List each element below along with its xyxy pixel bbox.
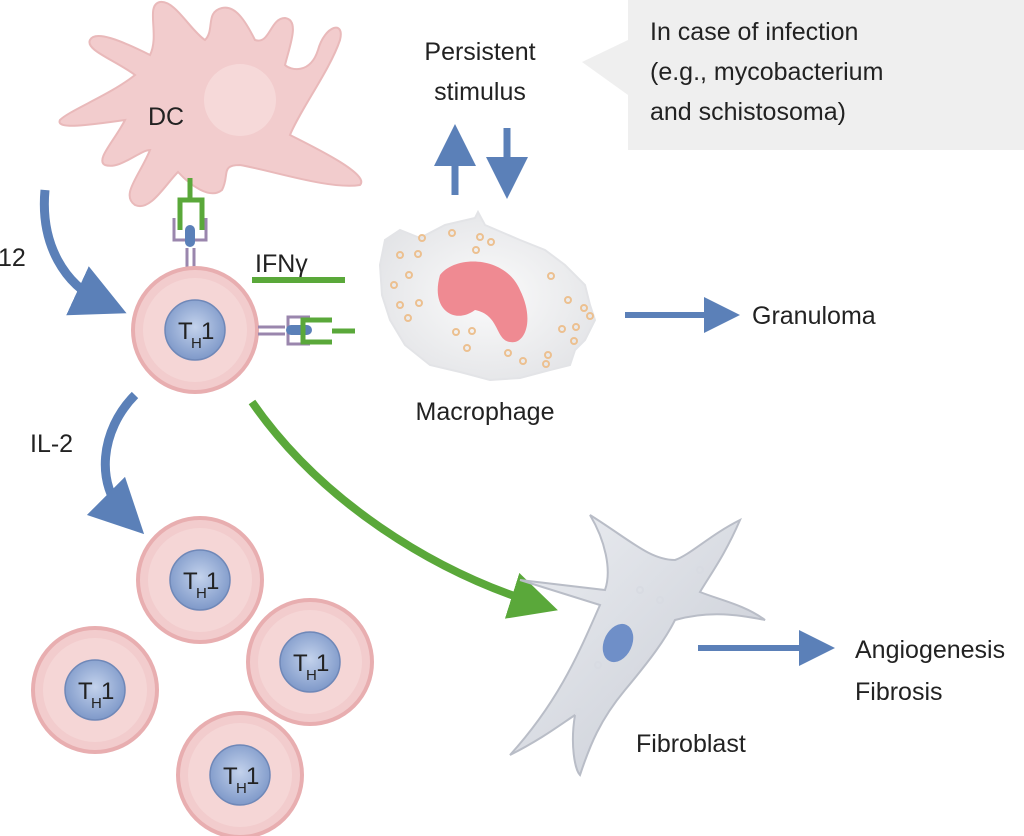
svg-text:H: H xyxy=(91,695,102,712)
svg-text:T: T xyxy=(223,763,238,790)
il12-label: 12 xyxy=(0,244,26,272)
svg-text:1: 1 xyxy=(206,568,219,595)
svg-text:T: T xyxy=(78,678,93,705)
svg-text:1: 1 xyxy=(101,678,114,705)
svg-text:H: H xyxy=(236,780,247,797)
macrophage-nucleus xyxy=(437,261,528,343)
angiogenesis-label: Angiogenesis xyxy=(855,636,1005,664)
dendritic-cell: DC xyxy=(58,0,363,208)
persistent-label-line-1: Persistent xyxy=(424,38,535,66)
mhc-tcr-receptor-vertical xyxy=(172,178,208,270)
th1-cell-clone: T H 1 xyxy=(176,711,304,836)
dc-label: DC xyxy=(148,103,184,131)
svg-text:1: 1 xyxy=(246,763,259,790)
svg-text:H: H xyxy=(306,667,317,684)
svg-text:1: 1 xyxy=(201,318,214,345)
persistent-label-line-2: stimulus xyxy=(434,78,526,106)
cd40-receptor-horizontal xyxy=(258,315,355,346)
infection-callout: In case of infection (e.g., mycobacteriu… xyxy=(582,0,1024,150)
th1-cell-clone: T H 1 xyxy=(246,598,374,726)
callout-line-3: and schistosoma) xyxy=(650,98,846,126)
th1-label: T xyxy=(178,318,193,345)
fibroblast-label: Fibroblast xyxy=(636,730,746,758)
th1-cell-clone: T H 1 xyxy=(31,626,159,754)
fibrosis-label: Fibrosis xyxy=(855,678,943,706)
th1-cell-clone: T H 1 xyxy=(136,516,264,644)
svg-text:T: T xyxy=(183,568,198,595)
il12-arrow xyxy=(39,189,127,316)
svg-text:H: H xyxy=(196,585,207,602)
th1-cell-main: T H 1 xyxy=(131,266,259,394)
th1-to-fibroblast-arrow xyxy=(248,399,558,619)
svg-text:T: T xyxy=(293,650,308,677)
ifng-label: IFNγ xyxy=(255,250,308,278)
fibroblast-cell: Fibroblast xyxy=(509,514,766,777)
il2-label: IL-2 xyxy=(30,430,73,458)
macrophage-label: Macrophage xyxy=(416,398,555,426)
callout-line-1: In case of infection xyxy=(650,18,858,46)
svg-text:1: 1 xyxy=(316,650,329,677)
il2-arrow xyxy=(86,391,145,535)
callout-line-2: (e.g., mycobacterium xyxy=(650,58,883,86)
svg-text:H: H xyxy=(191,335,202,352)
macrophage-cell: Macrophage xyxy=(378,209,597,426)
granuloma-label: Granuloma xyxy=(752,302,876,330)
